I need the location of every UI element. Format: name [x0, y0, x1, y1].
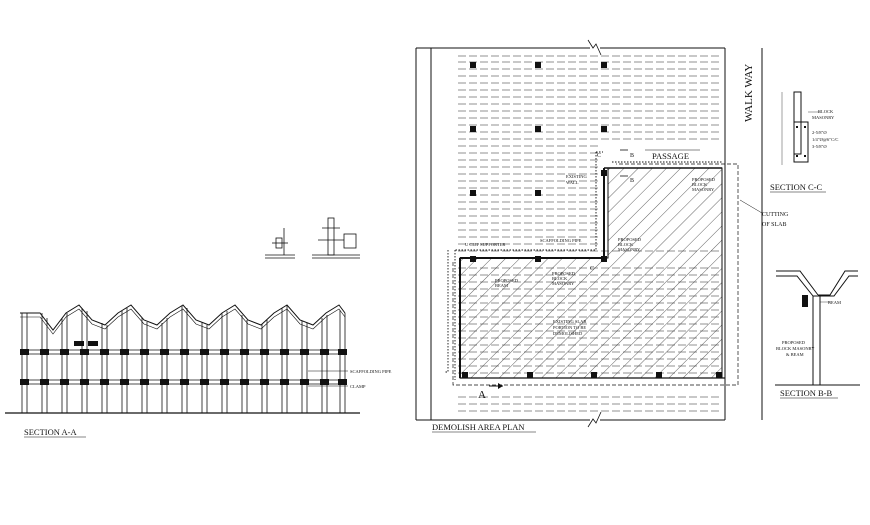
label-proposed-beam-1: PROPOSED: [495, 278, 519, 283]
cc-rebar-3: 3-5/8"Ø: [812, 144, 827, 149]
cutting-boundary: [452, 163, 739, 386]
label-existing-wall-2: WALL: [566, 180, 579, 185]
bb-proposed-1: PROPOSED: [782, 340, 806, 345]
label-pbm3-3: MASONRY: [552, 281, 575, 286]
section-aa: SCAFFOLDING PIPE CLAMP SECTION A-A: [5, 304, 392, 438]
label-pbm2-1: PROPOSED: [618, 237, 642, 242]
label-pbm1-2: BLOCK: [692, 182, 708, 187]
label-pbm3-2: BLOCK: [552, 276, 568, 281]
cc-rebar-1: 2-5/8"Ø: [812, 130, 827, 135]
scaffold-clamps: [20, 341, 347, 385]
label-pbm2-2: BLOCK: [618, 242, 634, 247]
cc-block-2: MASONRY: [812, 115, 835, 120]
label-proposed-beam-2: BEAM: [495, 283, 508, 288]
roof-profile: [20, 304, 346, 331]
bb-proposed-2: BLOCK MASONRY: [776, 346, 815, 351]
cc-rebar-2: 1/4"Ø@6"C/C: [812, 137, 838, 142]
demolish-area-plan: A B B C C PASSAGE WALK WAY CUTTING OF SL…: [415, 39, 789, 433]
label-demolish-1: EXISTING SLAB: [553, 319, 586, 324]
plan-title: DEMOLISH AREA PLAN: [432, 422, 525, 432]
label-demolish-3: DEMOLISHED: [553, 331, 583, 336]
bb-beam: BEAM: [828, 300, 841, 305]
demolish-area: [459, 167, 723, 379]
label-cutting-1: CUTTING: [762, 212, 789, 218]
label-pbm2-3: MASONRY: [618, 247, 641, 252]
label-pbm1-1: PROPOSED: [692, 177, 716, 182]
label-passage: PASSAGE: [652, 151, 689, 161]
marker-c-top: C: [597, 153, 601, 159]
label-walk-way: WALK WAY: [743, 64, 755, 122]
label-scaffolding-pipe: SCAFFOLDING PIPE: [350, 369, 392, 374]
marker-b-top: B: [630, 153, 634, 159]
clamp-details: [265, 217, 360, 259]
section-aa-title: SECTION A-A: [24, 427, 78, 437]
bb-proposed-3: & BEAM: [786, 352, 804, 357]
marker-b-bottom: B: [630, 178, 634, 184]
section-cc-title: SECTION C-C: [770, 182, 823, 192]
marker-a: A: [478, 389, 486, 401]
label-u-clip: U CLIP SUPPORTER: [465, 242, 505, 247]
marker-c-bottom: C: [590, 266, 594, 272]
cc-block-1: BLOCK: [818, 109, 834, 114]
label-existing-wall-1: EXISTING: [566, 174, 587, 179]
label-cutting-2: OF SLAB: [762, 222, 787, 228]
label-pbm3-1: PROPOSED: [552, 271, 576, 276]
label-scaffolding-pipe-plan: SCAFFOLDING PIPE: [540, 238, 582, 243]
label-demolish-2: PORTION TO BE: [553, 325, 586, 330]
section-bb: BEAM PROPOSED BLOCK MASONRY & BEAM SECTI…: [775, 270, 860, 399]
scaffold-horizontals: [20, 349, 345, 385]
columns: [462, 62, 722, 378]
scaffold-verticals: [21, 305, 346, 413]
label-pbm1-3: MASONRY: [692, 187, 715, 192]
label-clamp: CLAMP: [350, 384, 366, 389]
section-cc: BLOCK MASONRY 2-5/8"Ø 1/4"Ø@6"C/C 3-5/8"…: [770, 91, 838, 193]
section-bb-title: SECTION B-B: [780, 388, 833, 398]
